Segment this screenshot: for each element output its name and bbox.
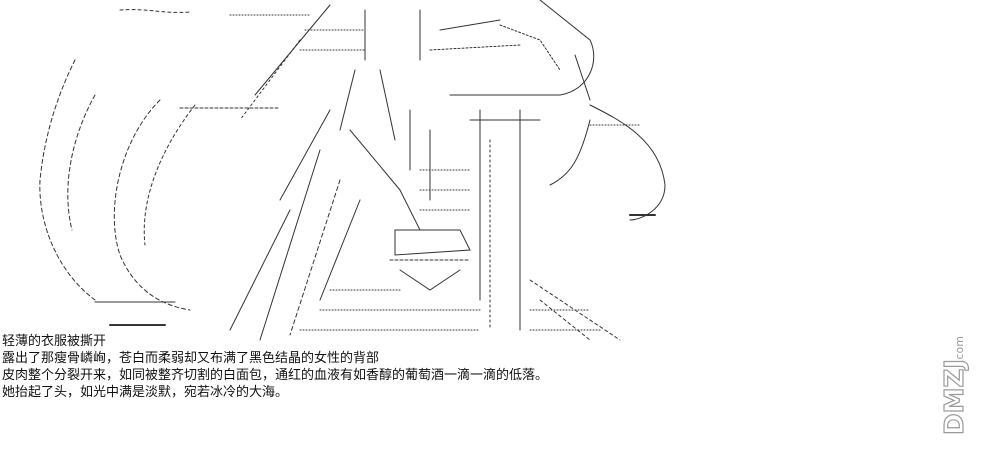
ascii-art-illustration xyxy=(39,0,666,341)
narration-line: 皮肉整个分裂开来，如同被整齐切割的白面包，通红的血液有如香醇的葡萄酒一滴一滴的低… xyxy=(2,368,549,383)
narration-line: 她抬起了头，如光中满是淡默，宛若冰冷的大海。 xyxy=(2,385,289,400)
watermark-brand: DMZJ xyxy=(940,359,970,435)
dmzj-watermark-logo: DMZJ .com xyxy=(939,336,970,436)
watermark-domain: .com xyxy=(953,336,966,363)
narration-line: 轻薄的衣服被撕开 xyxy=(2,334,107,349)
narration-line: 露出了那瘦骨嶙峋，苍白而柔弱却又布满了黑色结晶的女性的背部 xyxy=(2,351,380,366)
narration-text: 轻薄的衣服被撕开 露出了那瘦骨嶙峋，苍白而柔弱却又布满了黑色结晶的女性的背部 皮… xyxy=(2,333,902,401)
